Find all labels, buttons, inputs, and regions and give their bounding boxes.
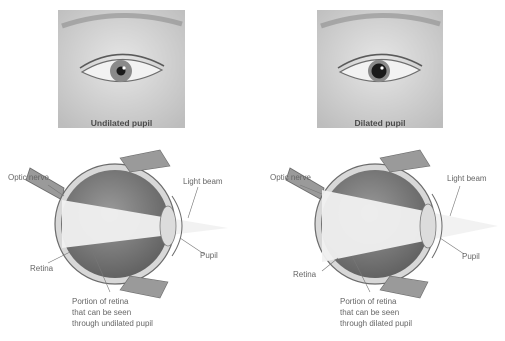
- light-beam-label: Light beam: [183, 177, 223, 187]
- retina-label: Retina: [30, 264, 53, 274]
- optic-nerve-label: Optic nerve: [270, 173, 311, 183]
- undilated-eyeball-cross-section: [26, 150, 228, 298]
- portion-caption-line3: through undilated pupil: [72, 319, 153, 329]
- portion-caption-line1: Portion of retina: [340, 297, 396, 307]
- pupil-label: Pupil: [200, 251, 218, 261]
- dilated-eye-photo: [317, 10, 443, 128]
- undilated-eye-photo: [58, 10, 185, 128]
- pupil-icon: [372, 64, 387, 79]
- dilated-eyeball-cross-section: [286, 150, 498, 298]
- optic-nerve-label: Optic nerve: [8, 173, 49, 183]
- pupil-label: Pupil: [462, 252, 480, 262]
- retina-label: Retina: [293, 270, 316, 280]
- portion-caption-line3: through dilated pupil: [340, 319, 412, 329]
- portion-caption-line2: that can be seen: [72, 308, 131, 318]
- portion-caption-line1: Portion of retina: [72, 297, 128, 307]
- portion-caption-line2: that can be seen: [340, 308, 399, 318]
- undilated-caption: Undilated pupil: [58, 118, 185, 128]
- dilated-caption: Dilated pupil: [317, 118, 443, 128]
- light-beam-label: Light beam: [447, 174, 487, 184]
